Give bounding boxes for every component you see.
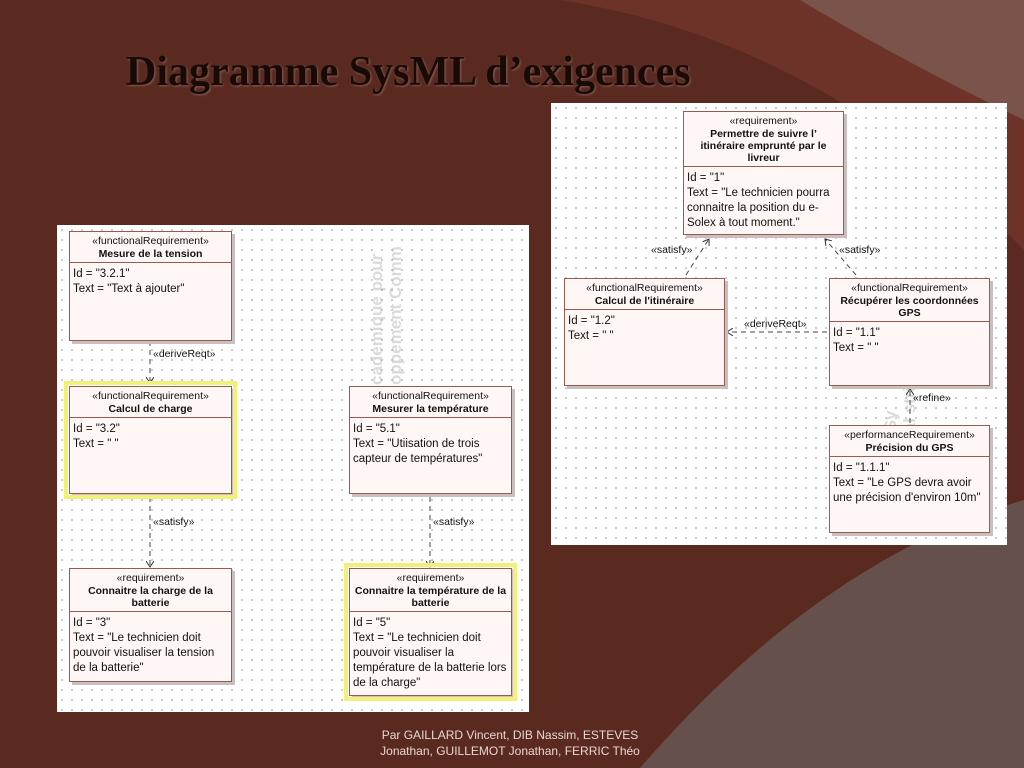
right-diagram-links: «satisfy» «satisfy» «deriveReqt» «refine… bbox=[651, 103, 951, 423]
requirement-box-suivre-itineraire[interactable]: «requirement»Permettre de suivre l’ itin… bbox=[683, 111, 844, 235]
requirement-box-precision-gps[interactable]: «performanceRequirement»Précision du GPS… bbox=[829, 425, 990, 533]
left-diagram-panel: cademique pour oppement Comm «deriveReqt… bbox=[57, 225, 529, 712]
right-diagram-panel: ur Sy rcial strict «satisfy» «satisfy» «… bbox=[551, 103, 1007, 545]
satisfy-link-line bbox=[685, 239, 709, 276]
footer-authors-line: Jonathan, GUILLEMOT Jonathan, FERRIC Thé… bbox=[380, 744, 640, 758]
left-diagram-links: «deriveReqt» «satisfy» «satisfy» bbox=[57, 341, 475, 712]
requirement-box-mesurer-temperature[interactable]: «functionalRequirement»Mesurer la tempér… bbox=[349, 386, 512, 494]
slide-footer: Par GAILLARD Vincent, DIB Nassim, ESTEVE… bbox=[330, 727, 690, 759]
satisfy-link-label: «satisfy» bbox=[839, 244, 881, 256]
requirement-box-calcul-itineraire[interactable]: «functionalRequirement»Calcul de l'itiné… bbox=[564, 278, 725, 386]
requirement-box-charge-batterie[interactable]: «requirement»Connaitre la charge de la b… bbox=[69, 568, 232, 682]
footer-authors-line: Par GAILLARD Vincent, DIB Nassim, ESTEVE… bbox=[381, 728, 639, 742]
requirement-box-calcul-charge[interactable]: «functionalRequirement»Calcul de charge … bbox=[64, 381, 237, 499]
satisfy-link-label: «satisfy» bbox=[433, 516, 475, 528]
derive-link-label: «deriveReqt» bbox=[744, 318, 807, 330]
slide-title: Diagramme SysML d’exigences bbox=[126, 49, 691, 95]
requirement-box-temperature-batterie[interactable]: «requirement»Connaitre la température de… bbox=[344, 563, 517, 701]
satisfy-link-label: «satisfy» bbox=[153, 516, 195, 528]
refine-link-label: «refine» bbox=[913, 392, 951, 404]
requirement-box-mesure-tension[interactable]: «functionalRequirement»Mesure de la tens… bbox=[69, 231, 232, 341]
derive-link-label: «deriveReqt» bbox=[153, 348, 216, 360]
satisfy-link-line bbox=[825, 239, 857, 276]
requirement-box-coordonnees-gps[interactable]: «functionalRequirement»Récupérer les coo… bbox=[829, 278, 990, 386]
satisfy-link-label: «satisfy» bbox=[651, 244, 693, 256]
